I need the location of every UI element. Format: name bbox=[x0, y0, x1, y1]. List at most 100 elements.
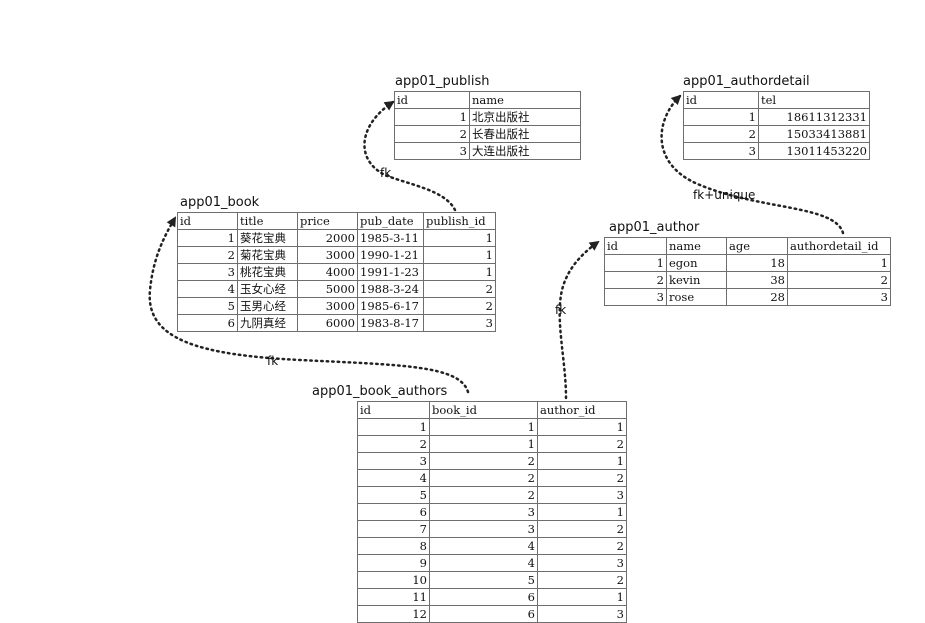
table-cell: 9 bbox=[357, 554, 430, 572]
table-cell: 5000 bbox=[297, 280, 358, 298]
table-cell: 6 bbox=[429, 605, 538, 623]
table-cell: 2 bbox=[537, 537, 627, 555]
column-header: tel bbox=[758, 91, 870, 109]
table-cell: 1 bbox=[423, 263, 496, 281]
table-cell: 3000 bbox=[297, 246, 358, 264]
table-cell: 4 bbox=[177, 280, 238, 298]
table-cell: 九阴真经 bbox=[237, 314, 298, 332]
table-cell: 玉女心经 bbox=[237, 280, 298, 298]
table-cell: 3 bbox=[429, 520, 538, 538]
edge-book-authors-to-book bbox=[148, 216, 470, 394]
table-cell: 2 bbox=[537, 435, 627, 453]
column-header: id bbox=[357, 401, 430, 419]
edge-author-to-authordetail bbox=[660, 94, 845, 235]
table-cell: 5 bbox=[429, 571, 538, 589]
table-cell: 1 bbox=[787, 254, 891, 272]
edge-label-book-publish: fk bbox=[380, 166, 392, 180]
table-cell: 1990-1-21 bbox=[357, 246, 424, 264]
edge-label-book-authors-author: fk bbox=[555, 303, 567, 317]
table-cell: 28 bbox=[726, 288, 788, 306]
table-cell: 1983-8-17 bbox=[357, 314, 424, 332]
column-header: name bbox=[469, 91, 581, 109]
column-header: name bbox=[666, 237, 727, 255]
table-cell: kevin bbox=[666, 271, 727, 289]
column-header: id bbox=[394, 91, 470, 109]
column-header: pub_date bbox=[357, 212, 424, 230]
table-cell: 3 bbox=[537, 554, 627, 572]
table-cell: 菊花宝典 bbox=[237, 246, 298, 264]
table-cell: 18 bbox=[726, 254, 788, 272]
table-cell: 1 bbox=[537, 503, 627, 521]
table-cell: 2 bbox=[683, 125, 759, 143]
table-cell: 1 bbox=[394, 108, 470, 126]
table-cell: 2 bbox=[394, 125, 470, 143]
column-header: id bbox=[604, 237, 667, 255]
table-cell: 1 bbox=[177, 229, 238, 247]
table-cell: 5 bbox=[357, 486, 430, 504]
table-cell: 10 bbox=[357, 571, 430, 589]
table-cell: egon bbox=[666, 254, 727, 272]
column-header: author_id bbox=[537, 401, 627, 419]
table-title-authordetail: app01_authordetail bbox=[683, 74, 810, 89]
table-cell: 3 bbox=[537, 486, 627, 504]
table-cell: 4 bbox=[429, 537, 538, 555]
table-cell: 2 bbox=[429, 469, 538, 487]
table-cell: 2 bbox=[177, 246, 238, 264]
table-cell: 1 bbox=[537, 588, 627, 606]
table-cell: 4000 bbox=[297, 263, 358, 281]
table-cell: 11 bbox=[357, 588, 430, 606]
table-cell: 2 bbox=[537, 520, 627, 538]
table-cell: 7 bbox=[357, 520, 430, 538]
table-cell: 1985-6-17 bbox=[357, 297, 424, 315]
column-header: id bbox=[177, 212, 238, 230]
table-cell: 2000 bbox=[297, 229, 358, 247]
table-cell: 13011453220 bbox=[758, 142, 870, 160]
table-cell: 4 bbox=[429, 554, 538, 572]
table-cell: 38 bbox=[726, 271, 788, 289]
table-cell: 2 bbox=[787, 271, 891, 289]
table-cell: 3 bbox=[537, 605, 627, 623]
table-cell: 12 bbox=[357, 605, 430, 623]
table-title-publish: app01_publish bbox=[395, 74, 490, 89]
table-cell: rose bbox=[666, 288, 727, 306]
table-cell: 6000 bbox=[297, 314, 358, 332]
table-cell: 2 bbox=[423, 280, 496, 298]
column-header: book_id bbox=[429, 401, 538, 419]
table-cell: 3 bbox=[429, 503, 538, 521]
table-cell: 3 bbox=[394, 142, 470, 160]
table-cell: 2 bbox=[537, 571, 627, 589]
table-cell: 3 bbox=[787, 288, 891, 306]
table-cell: 长春出版社 bbox=[469, 125, 581, 143]
table-cell: 8 bbox=[357, 537, 430, 555]
table-cell: 18611312331 bbox=[758, 108, 870, 126]
edge-book-to-publish bbox=[363, 100, 457, 212]
table-cell: 桃花宝典 bbox=[237, 263, 298, 281]
table-cell: 3 bbox=[357, 452, 430, 470]
